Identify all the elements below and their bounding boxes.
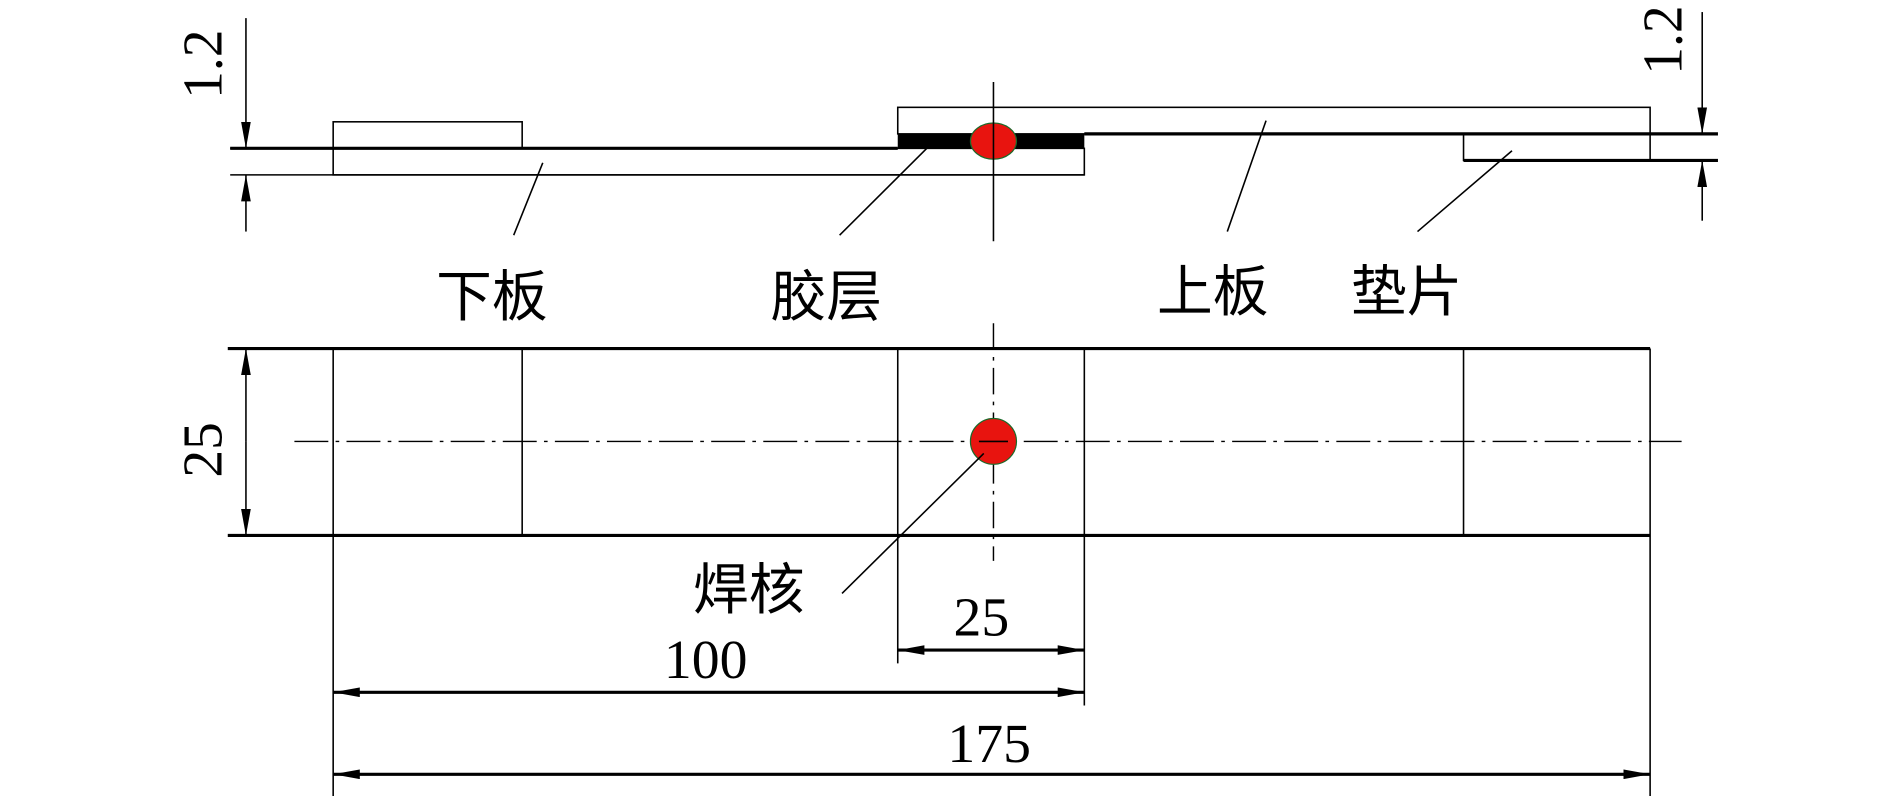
side-view: 1.2 1.2 下板 胶层 上板 垫片 [173,5,1718,329]
dim-thickness-left: 1.2 [173,30,235,99]
shim-left [332,121,523,150]
lower-plate [332,147,1086,176]
dim-thickness-right: 1.2 [1633,5,1695,74]
leader-line [1416,150,1513,233]
label-lower-plate: 下板 [436,267,547,329]
leader-line [1226,120,1267,232]
dim-total-length: 175 [947,713,1031,775]
top-view: 25 焊核 25 100 175 [173,323,1682,796]
label-upper-plate: 上板 [1157,262,1268,324]
label-weld-nugget: 焊核 [693,560,804,622]
leader-line [512,162,544,236]
label-adhesive-layer: 胶层 [771,267,882,329]
label-shim: 垫片 [1351,262,1462,324]
leader-line [841,452,985,594]
dim-overlap: 25 [953,587,1009,649]
leader-line [839,147,928,236]
dim-width: 25 [173,422,235,477]
shim-right [1462,133,1651,162]
dim-lower-length: 100 [664,629,748,691]
